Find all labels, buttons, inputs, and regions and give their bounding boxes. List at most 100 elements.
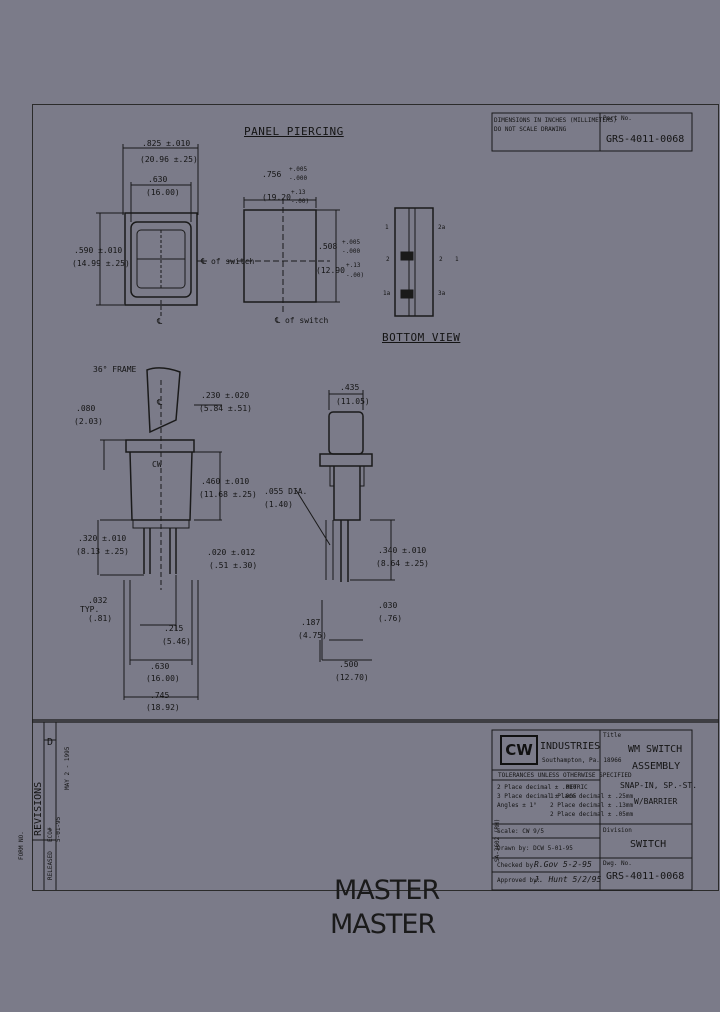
cw-logo: CW — [500, 735, 538, 765]
dim-340: .340 ±.010 — [378, 546, 427, 555]
dim-460: .460 ±.010 — [201, 477, 250, 486]
dim-630b-mm: (16.00) — [146, 674, 180, 683]
pin-1: 1 — [385, 224, 389, 231]
may-date: MAY 2 - 1995 — [64, 746, 71, 790]
panel-piercing-title: PANEL PIERCING — [244, 125, 344, 138]
approved-by-label: Approved by: — [497, 877, 541, 884]
cw-logo-on-part: CW — [152, 460, 162, 469]
metric-tol1: 1 Place decimal ± .25mm — [550, 793, 634, 800]
dim-756-plus: +.005 — [289, 166, 308, 173]
metric-tol2: 2 Place decimal ± .13mm — [550, 802, 634, 809]
dim-756-mm: (19.20 — [262, 193, 291, 202]
dim-230: .230 ±.020 — [201, 391, 250, 400]
dim-215: .215 — [164, 624, 184, 633]
dim-745-mm: (18.92) — [146, 703, 180, 712]
form-no-label: FORM NO. — [18, 831, 25, 860]
revision-letter: D — [47, 737, 54, 748]
dim-320: .320 ±.010 — [78, 534, 127, 543]
dim-630b: .630 — [150, 662, 170, 671]
panel-cutout — [243, 209, 317, 303]
dim-508: .508 — [318, 242, 338, 251]
dim-590-mm: (14.99 ±.25) — [72, 259, 130, 268]
dim-756: .756 — [262, 170, 282, 179]
title-line-1: WM SWITCH — [628, 744, 683, 755]
dwg-no-value: GRS-4011-0068 — [606, 871, 685, 882]
dimensions-note: DIMENSIONS IN INCHES (MILLIMETERS) — [494, 117, 617, 124]
dim-020: .020 ±.012 — [207, 548, 256, 557]
release-date: 5-01-95 — [55, 816, 62, 842]
dim-508-plus: +.005 — [342, 239, 361, 246]
metric-tol3: 2 Place decimal ± .05mm — [550, 811, 634, 818]
side-code: SA-3602 (RH) — [494, 818, 501, 862]
rocker-actuator — [146, 367, 181, 434]
cl-switch-label: ℄ of switch — [201, 257, 255, 266]
checked-by-label: Checked by: — [497, 862, 537, 869]
title-line-2: ASSEMBLY — [632, 761, 681, 772]
tolerance-2-place: 2 Place decimal ± .010 — [497, 784, 577, 791]
dim-825-mm: (20.96 ±.25) — [140, 155, 198, 164]
dim-215-mm: (5.46) — [162, 637, 191, 646]
division-label: Division — [603, 827, 632, 834]
part-no-label: Part No. — [603, 115, 632, 122]
switch-outline-front — [124, 212, 198, 306]
master-stamp-line2: MASTER — [330, 909, 436, 940]
dim-020-mm: (.51 ±.30) — [209, 561, 258, 570]
dim-187-mm: (4.75) — [298, 631, 327, 640]
dim-745: .745 — [150, 691, 170, 700]
eco-label: ECO# — [47, 827, 54, 842]
dim-508-mm: (12.90 — [316, 266, 345, 275]
dim-590: .590 ±.010 — [74, 246, 123, 255]
dim-508-minus: -.000 — [342, 248, 361, 255]
tolerance-header: TOLERANCES UNLESS OTHERWISE SPECIFIED — [498, 772, 632, 779]
part-no-value: GRS-4011-0068 — [606, 134, 685, 145]
dim-508-mm-minus: -.00) — [346, 272, 365, 279]
dim-080-mm: (2.03) — [74, 417, 103, 426]
frame-angle: 36° FRAME — [93, 365, 137, 374]
dim-055: .055 DIA. — [264, 487, 308, 496]
drawn-by-field: Drawn by: DCW 5-01-95 — [497, 845, 573, 852]
scale-field: Scale: CW 9/5 — [497, 828, 544, 835]
drawing-border — [32, 104, 719, 891]
dim-032-mm: (.81) — [88, 614, 113, 623]
dim-756-minus: -.000 — [289, 175, 308, 182]
dim-030-mm: (.76) — [378, 614, 403, 623]
dim-500-mm: (12.70) — [335, 673, 369, 682]
switch-bezel-side — [125, 439, 195, 453]
side-view-actuator — [328, 411, 364, 455]
dim-230-mm: (5.84 ±.51) — [199, 404, 252, 413]
metric-label: METRIC — [566, 784, 588, 791]
bottom-view-title: BOTTOM VIEW — [382, 331, 461, 344]
dim-340-mm: (8.64 ±.25) — [376, 559, 429, 568]
bottom-view-body — [394, 207, 434, 317]
dim-756-mm-plus: +.13 — [291, 189, 306, 196]
tolerance-angles: Angles ± 1° — [497, 802, 537, 809]
dim-825: .825 ±.010 — [142, 139, 191, 148]
dim-508-mm-plus: +.13 — [346, 262, 361, 269]
pin-2: 2 — [386, 256, 390, 263]
dim-435-mm: (11.05) — [336, 397, 370, 406]
dwg-no-label: Dwg. No. — [603, 860, 632, 867]
dim-320-mm: (8.13 ±.25) — [76, 547, 129, 556]
dim-435: .435 — [340, 383, 360, 392]
pin-side-1: 1 — [455, 256, 459, 263]
company-name: INDUSTRIES — [540, 741, 601, 752]
dim-055-mm: (1.40) — [264, 500, 293, 509]
company-city: Southampton, Pa. 18966 — [542, 757, 622, 764]
revisions-label: REVISIONS — [33, 781, 44, 836]
dim-500: .500 — [339, 660, 359, 669]
division-value: SWITCH — [630, 839, 667, 850]
cl-label: ℄ — [157, 317, 163, 326]
do-not-scale-note: DO NOT SCALE DRAWING — [494, 126, 567, 133]
checked-by-signature: R.Gov 5-2-95 — [534, 860, 592, 869]
pin-2a: 2a — [438, 224, 446, 231]
switch-inner-front — [130, 221, 192, 298]
dim-080: .080 — [76, 404, 96, 413]
released-label: RELEASED — [47, 851, 54, 880]
dim-460-mm: (11.68 ±.25) — [199, 490, 257, 499]
master-stamp-line1: MASTER — [334, 875, 440, 906]
cl-switch-label-2: ℄ of switch — [275, 316, 329, 325]
dim-756-mm-minus: -.00) — [291, 198, 310, 205]
pin-side-2: 2 — [439, 256, 443, 263]
dim-630: .630 — [148, 175, 168, 184]
